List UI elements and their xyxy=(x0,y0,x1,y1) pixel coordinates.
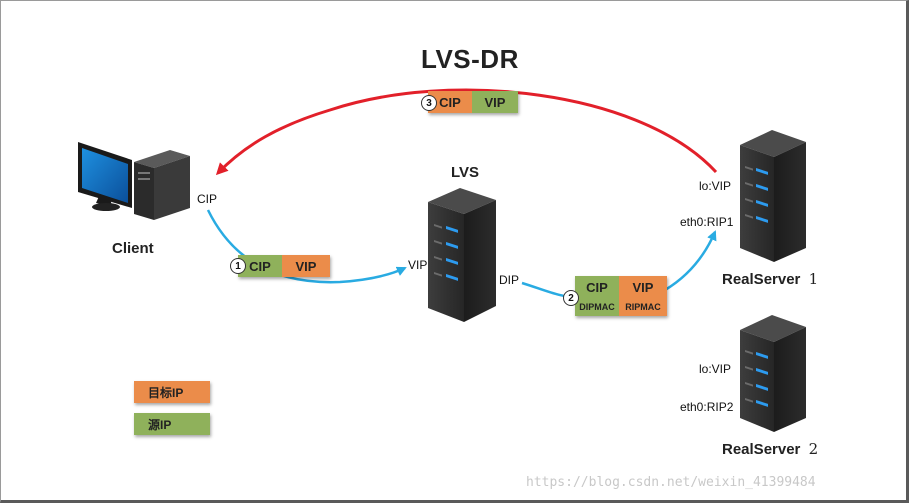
client-label: Client xyxy=(112,240,154,257)
packet-2: CIP VIP DIPMAC RIPMAC xyxy=(575,276,667,316)
diagram-title: LVS-DR xyxy=(421,44,519,74)
request-arrow-client-to-lvs xyxy=(206,209,407,284)
step-3-marker: 3 xyxy=(421,95,437,111)
packet-2-src-ip: CIP xyxy=(575,276,619,298)
lvs-dip-label: DIP xyxy=(499,273,520,287)
response-arrow xyxy=(215,88,718,176)
legend-dest-ip: 目标IP xyxy=(134,381,210,403)
lvs-server-icon xyxy=(428,188,496,322)
realserver1-number: 1 xyxy=(808,270,819,288)
realserver2-eth0-label: eth0:RIP2 xyxy=(680,400,734,414)
step-1-marker: 1 xyxy=(230,258,246,274)
lvs-label: LVS xyxy=(451,164,480,181)
packet-2-src-mac: DIPMAC xyxy=(575,298,619,316)
packet-2-dest-mac: RIPMAC xyxy=(619,298,667,316)
realserver1-label: RealServer 1 xyxy=(722,270,818,288)
packet-1-src-ip: CIP xyxy=(238,255,282,277)
realserver1-eth0-label: eth0:RIP1 xyxy=(680,215,734,229)
watermark: https://blog.csdn.net/weixin_41399484 xyxy=(526,475,816,490)
packet-3-src-ip: VIP xyxy=(472,91,518,113)
realserver2-name: RealServer xyxy=(722,441,801,458)
packet-1-dest-ip: VIP xyxy=(282,255,330,277)
legend-src-ip: 源IP xyxy=(134,413,210,435)
client-computer-icon xyxy=(78,142,190,220)
client-ip-label: CIP xyxy=(197,192,218,206)
realserver2-number: 2 xyxy=(808,440,819,458)
step-2-marker: 2 xyxy=(563,290,579,306)
realserver1-name: RealServer xyxy=(722,271,801,288)
packet-3-dest-ip: CIP xyxy=(428,91,472,113)
realserver2-lo-label: lo:VIP xyxy=(699,362,732,376)
realserver2-label: RealServer 2 xyxy=(722,440,818,458)
lvs-vip-label: VIP xyxy=(408,258,428,272)
realserver1-icon xyxy=(740,130,806,262)
realserver2-icon xyxy=(740,315,806,432)
realserver1-lo-label: lo:VIP xyxy=(699,179,732,193)
packet-1: CIP VIP xyxy=(238,255,330,277)
packet-3: CIP VIP xyxy=(428,91,518,113)
packet-2-dest-ip: VIP xyxy=(619,276,667,298)
